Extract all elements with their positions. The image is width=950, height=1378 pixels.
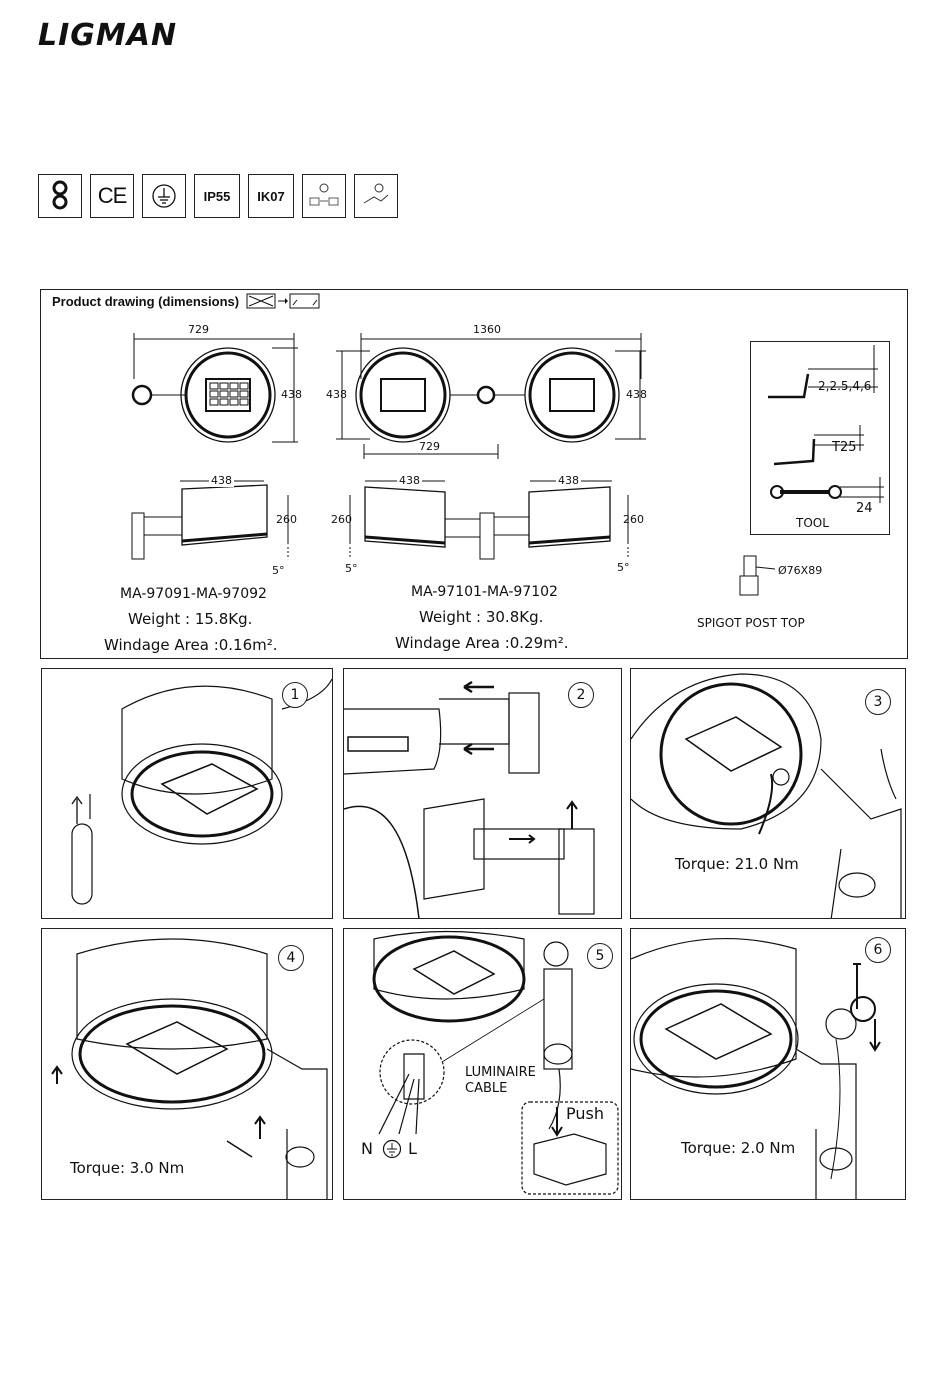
product-drawing-panel [40,289,908,659]
live-label: L [408,1139,417,1158]
step-1-panel: 1 [41,668,333,919]
drawing-title: Product drawing (dimensions) [52,292,321,310]
step-4-panel: 4 Torque: 3.0 Nm [41,928,333,1200]
model-single-weight: Weight : 15.8Kg. [128,610,253,628]
scale-icon [246,293,320,309]
step-3-torque: Torque: 21.0 Nm [675,855,799,873]
neutral-label: N [361,1139,373,1158]
step-1-number: 1 [282,682,308,708]
ground-symbol-icon [382,1139,402,1159]
ip-rating-badge: IP55 [194,174,240,218]
dim-double-height-left: 438 [326,388,347,401]
step-3-illustration [631,673,902,918]
wrench-size: 24 [856,501,873,516]
step-4-number: 4 [278,945,304,971]
dim-double-height-right: 438 [626,388,647,401]
step-6-number: 6 [865,937,891,963]
step-6-torque: Torque: 2.0 Nm [681,1139,796,1157]
model-single-code: MA-97091-MA-97092 [120,586,267,602]
dim-tilt-1: 5° [272,564,285,577]
model-single-windage: Windage Area :0.16m². [104,636,278,654]
step-4-torque: Torque: 3.0 Nm [70,1159,185,1177]
step-1-illustration [71,678,332,905]
dim-tilt-3: 5° [617,561,630,574]
cable-label: CABLE [465,1081,508,1096]
dim-side-width-1: 438 [209,474,234,487]
luminaire-label: LUMINAIRE [465,1065,536,1080]
dim-side-height-3: 260 [623,513,644,526]
step-5-panel: 5 LUMINAIRE CABLE N L Push [343,928,622,1200]
dim-double-inner-width: 729 [419,440,440,453]
step-6-illustration [631,937,881,1199]
torx-size: T25 [832,440,857,455]
dimension-drawing [131,333,884,596]
model-double-weight: Weight : 30.8Kg. [419,608,544,626]
ground-icon [142,174,186,218]
step-6-panel: 6 Torque: 2.0 Nm [630,928,906,1200]
step-3-panel: 3 Torque: 21.0 Nm [630,668,906,919]
model-double-windage: Windage Area :0.29m². [395,634,569,652]
double-insulation-icon [38,174,82,218]
spigot-label: SPIGOT POST TOP [697,616,805,630]
spigot-size: Ø76X89 [778,564,823,577]
step-2-illustration [344,680,595,918]
dim-single-width: 729 [188,323,209,336]
step-5-number: 5 [587,943,613,969]
ce-mark-icon: CE [90,174,134,218]
step-5-illustration [372,930,619,1195]
step-4-illustration [51,938,328,1199]
push-label: Push [566,1104,604,1123]
dim-tilt-2: 5° [345,562,358,575]
dim-side-height-1: 260 [276,513,297,526]
dim-side-height-2: 260 [331,513,352,526]
tool-box [750,341,890,535]
dim-side-width-3: 438 [556,474,581,487]
install-tool-icon [354,174,398,218]
drawing-title-text: Product drawing (dimensions) [52,293,240,309]
dim-double-width: 1360 [473,323,501,336]
certification-row: CE IP55 IK07 [38,174,398,218]
hex-key-sizes: 2,2.5,4,6 [818,379,872,393]
brand-logo: LIGMAN [38,18,178,53]
step-2-panel: 2 [343,668,622,919]
dim-side-width-2: 438 [397,474,422,487]
tool-label: TOOL [796,516,829,530]
ik-rating-badge: IK07 [248,174,294,218]
model-double-code: MA-97101-MA-97102 [411,584,558,600]
step-2-number: 2 [568,682,594,708]
install-person-icon [302,174,346,218]
dim-single-height: 438 [281,388,302,401]
step-3-number: 3 [865,689,891,715]
